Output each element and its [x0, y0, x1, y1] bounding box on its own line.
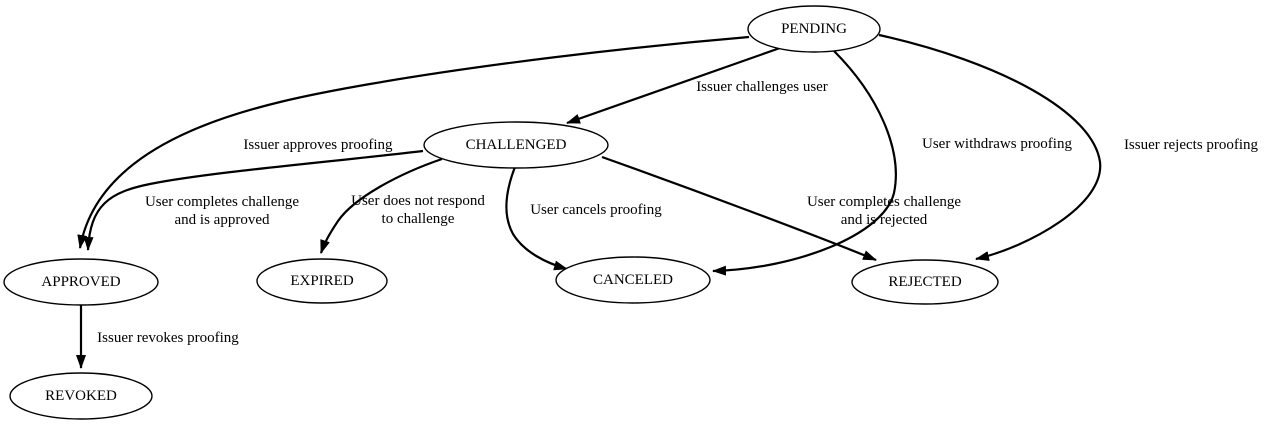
edge-label-pending-challenged: Issuer challenges user [696, 79, 828, 95]
state-node-ellipse-pending [747, 5, 881, 53]
state-node-label-expired: EXPIRED [290, 273, 354, 289]
state-node-label-revoked: REVOKED [45, 388, 117, 404]
edge-label-pending-rejected: Issuer rejects proofing [1124, 137, 1259, 153]
transition-edge-challenged-canceled [505, 166, 568, 271]
edge-label-pending-approved: Issuer approves proofing [243, 137, 393, 153]
transition-edge-pending-rejected [878, 33, 1102, 261]
transition-edge-challenged-rejected [601, 155, 877, 262]
transition-edge-pending-approved [77, 35, 750, 249]
state-node-rejected: REJECTED [851, 259, 999, 305]
edge-label-challenged-approved-line2: and is approved [175, 212, 270, 228]
state-node-canceled: CANCELED [555, 256, 711, 304]
state-node-challenged: CHALLENGED [423, 121, 609, 169]
transition-edge-challenged-approved [83, 149, 424, 251]
edge-label-challenged-canceled: User cancels proofing [530, 202, 662, 218]
nodes-layer: PENDING CHALLENGED APPROVED EXPIRED CANCELED… [3, 5, 999, 420]
state-node-label-rejected: REJECTED [888, 274, 961, 290]
state-node-pending: PENDING [747, 5, 881, 53]
state-node-label-challenged: CHALLENGED [466, 137, 567, 153]
transition-edge-challenged-expired [319, 157, 443, 254]
state-node-ellipse-rejected [851, 259, 999, 305]
state-node-expired: EXPIRED [256, 258, 388, 304]
edge-label-pending-canceled: User withdraws proofing [922, 136, 1072, 152]
edge-label-challenged-approved-line1: User completes challenge [145, 194, 299, 210]
state-node-ellipse-canceled [555, 256, 711, 304]
state-node-ellipse-revoked [9, 372, 153, 420]
transition-edge-pending-challenged [566, 46, 781, 125]
edge-label-challenged-expired-line2: to challenge [382, 211, 455, 227]
state-node-ellipse-approved [3, 258, 159, 306]
edge-label-approved-revoked: Issuer revokes proofing [97, 330, 239, 346]
state-node-ellipse-expired [256, 258, 388, 304]
state-node-approved: APPROVED [3, 258, 159, 306]
edge-label-challenged-expired-line1: User does not respond [351, 193, 485, 209]
state-node-label-approved: APPROVED [41, 274, 120, 290]
state-node-label-canceled: CANCELED [593, 272, 673, 288]
edge-label-challenged-rejected-line2: and is rejected [841, 212, 928, 228]
state-node-label-pending: PENDING [781, 21, 847, 37]
state-node-revoked: REVOKED [9, 372, 153, 420]
transition-edge-pending-canceled [712, 50, 897, 276]
edge-label-challenged-rejected-line1: User completes challenge [807, 194, 961, 210]
edges-layer [76, 33, 1102, 369]
state-node-ellipse-challenged [423, 121, 609, 169]
